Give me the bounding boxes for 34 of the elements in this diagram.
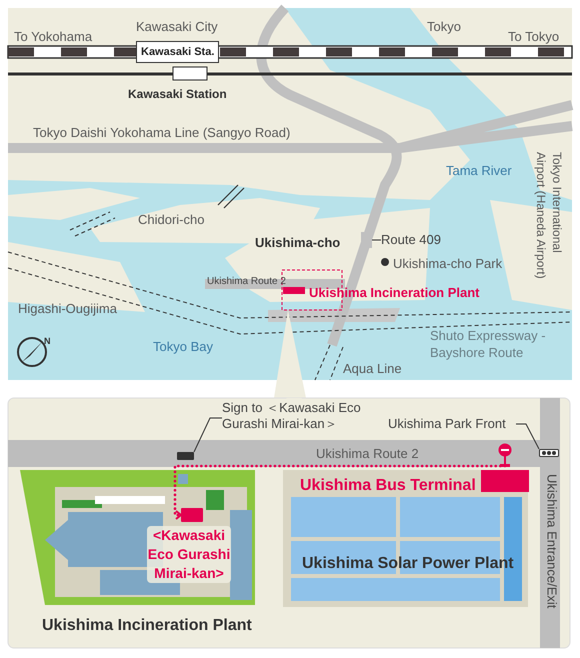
plant-title: Ukishima Incineration Plant — [42, 616, 252, 636]
river-label: Tama River — [446, 162, 512, 180]
station-sign: Kawasaki Sta. — [136, 41, 220, 63]
expressway-label: Shuto Expressway - Bayshore Route — [430, 327, 547, 361]
station-label: Kawasaki Station — [128, 86, 227, 103]
leader-line — [194, 418, 222, 452]
stop-label: Ukishima Park Front — [388, 415, 516, 433]
bus-stop-icon — [498, 443, 512, 467]
place-label: Ukishima-cho — [255, 234, 340, 252]
park-label: Ukishima-cho Park — [393, 255, 502, 273]
entrance-label: Ukishima Entrance/Exit — [544, 474, 560, 608]
bay-label: Tokyo Bay — [153, 338, 213, 356]
route-label: Route 409 — [381, 231, 443, 249]
road-label: Ukishima Route 2 — [207, 275, 286, 289]
place-label: Chidori-cho — [138, 211, 204, 229]
plant-label: Ukishima Incineration Plant — [309, 284, 480, 302]
place-label: Tokyo — [427, 18, 461, 36]
traffic-signal-icon — [539, 449, 559, 457]
place-label: Higashi-Ougijima — [18, 300, 117, 318]
facility-label: <Kawasaki Eco Gurashi Mirai-kan> — [147, 526, 231, 583]
road-label: Aqua Line — [343, 360, 402, 378]
sign-marker — [177, 452, 194, 460]
place-label: To Yokohama — [14, 28, 92, 46]
facility-marker — [181, 508, 203, 522]
airport-label: Tokyo International Airport (Haneda Airport) — [533, 152, 565, 281]
sign-label: Sign to ＜Kawasaki Eco Gurashi Mirai-kan＞ — [222, 400, 374, 434]
solar-plant-label: Ukishima Solar Power Plant — [302, 554, 514, 574]
road-label: Tokyo Daishi Yokohama Line (Sangyo Road) — [33, 124, 290, 142]
place-label: To Tokyo — [508, 28, 560, 46]
road-label: Ukishima Route 2 — [316, 445, 419, 463]
walking-route — [174, 464, 506, 520]
north-label: N — [44, 335, 50, 348]
place-label: Kawasaki City — [136, 18, 218, 36]
terminal-label: Ukishima Bus Terminal — [300, 476, 476, 496]
